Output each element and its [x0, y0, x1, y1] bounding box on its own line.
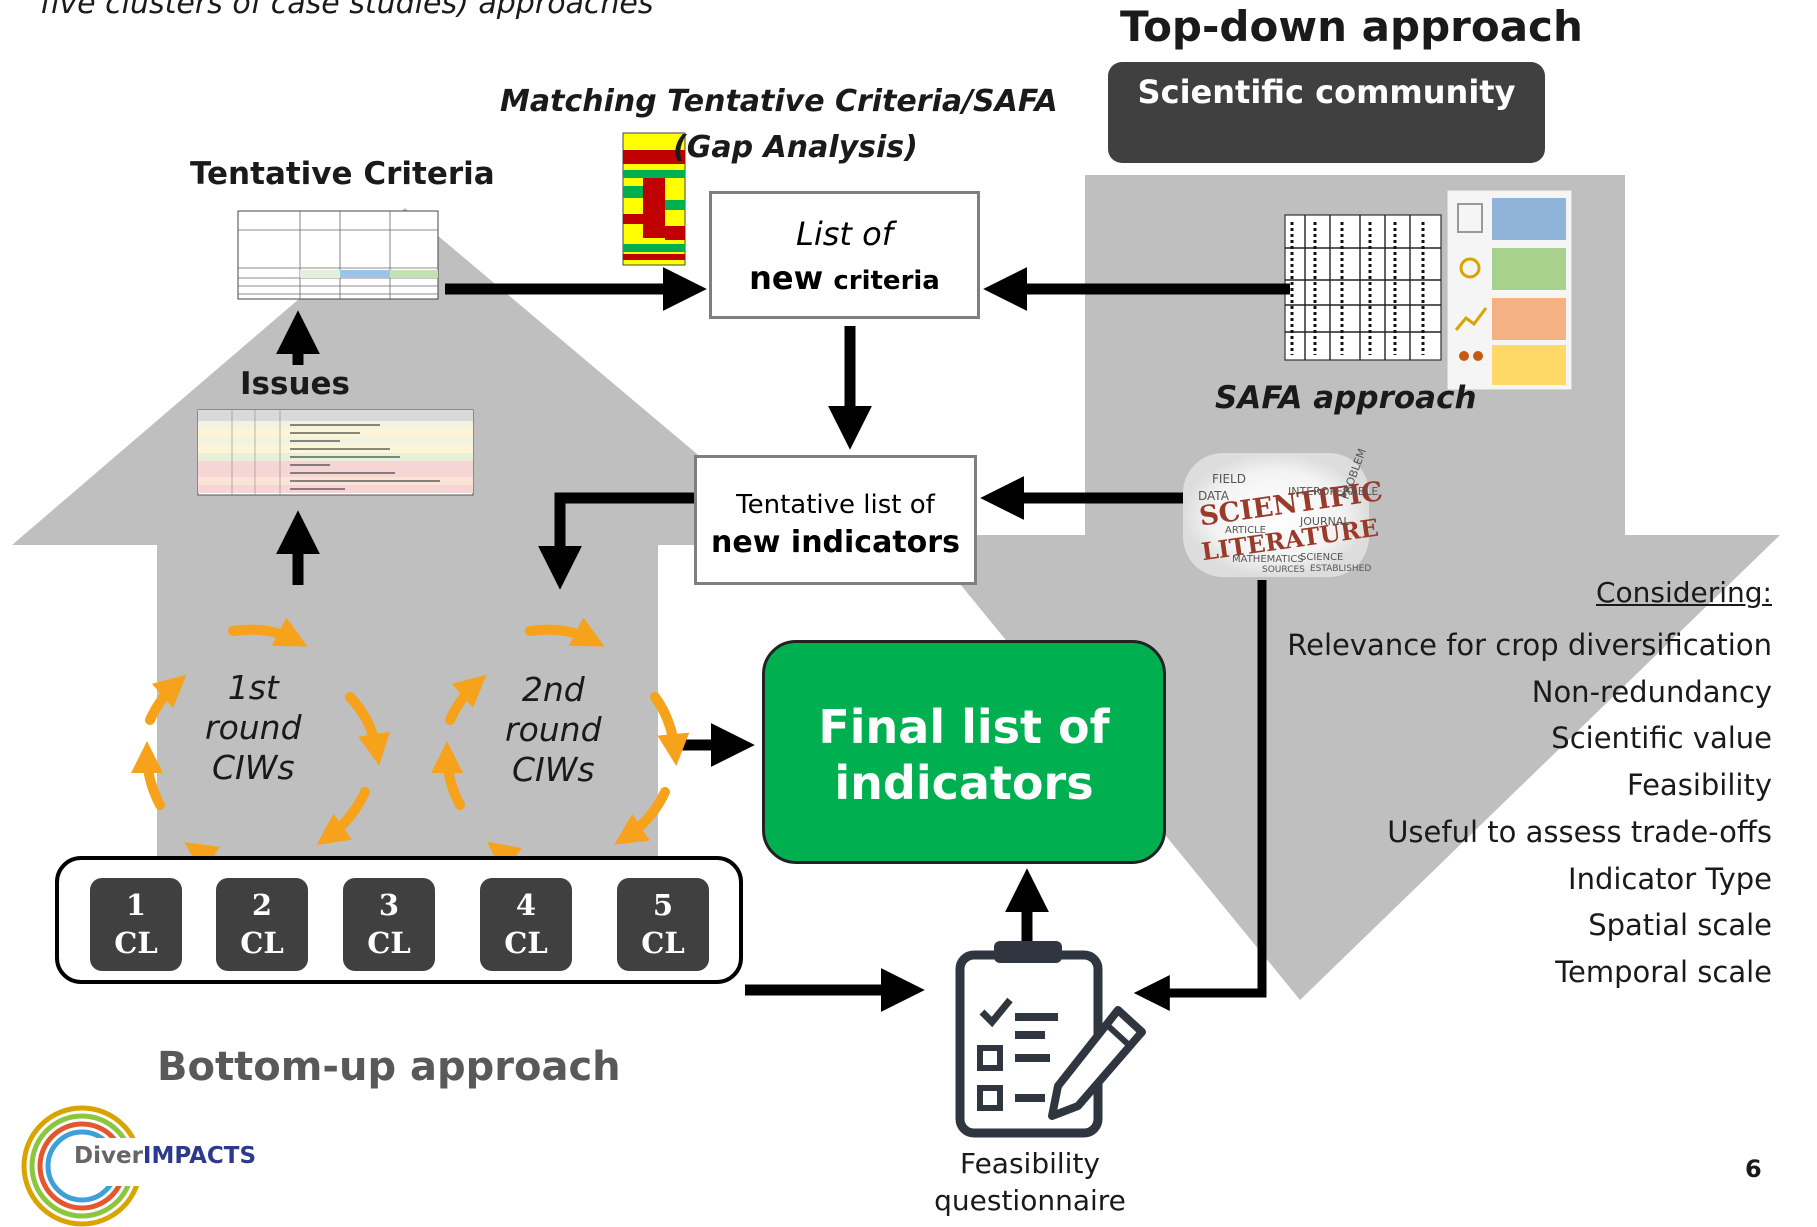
diverimpacts-logo: DiverIMPACTS [74, 1143, 256, 1169]
list-new-criteria-bold: new [749, 259, 824, 297]
issues-table-thumbnail [197, 409, 474, 496]
arrow-literature-to-questionnaire [1133, 580, 1267, 1011]
word-cloud-word: MATHEMATICS [1232, 554, 1304, 565]
word-cloud-word: DATA [1198, 489, 1230, 503]
considering-item: Useful to assess trade-offs [1387, 814, 1772, 849]
considering-item: Spatial scale [1588, 908, 1772, 943]
cluster-4-box: 4 CL [480, 878, 572, 971]
cycle-arrow [614, 787, 670, 845]
arrow-indicators-to-second-round [538, 492, 694, 590]
cycle-arrow [316, 787, 370, 846]
top-caption: five clusters of case studies) approache… [40, 0, 654, 21]
second-round-line2: round [505, 710, 602, 749]
list-new-criteria-box: List of new criteria [709, 191, 980, 319]
cycle-arrow [431, 740, 465, 810]
cycle-arrow [445, 674, 487, 725]
considering-item: Non-redundancy [1531, 674, 1772, 709]
considering-item: Scientific value [1551, 721, 1772, 756]
second-round-line3: CIWs [511, 750, 595, 789]
diverimpacts-logo-icon [21, 1105, 250, 1227]
safa-approach-label: SAFA approach [1215, 380, 1477, 416]
word-cloud-word: SOURCES [1262, 565, 1305, 575]
word-cloud-word: ESTABLISHED [1310, 564, 1371, 574]
word-cloud-word: INTEROPERABLE [1288, 485, 1378, 498]
cycle-arrow [145, 674, 187, 725]
word-cloud-word: SCIENCE [1300, 552, 1343, 563]
final-list-line1: Final list of [818, 700, 1110, 754]
cluster-label: CL [504, 926, 548, 960]
cluster-label: CL [367, 926, 411, 960]
cluster-number: 2 [251, 888, 273, 922]
word-cloud-word: FIELD [1212, 472, 1246, 486]
scientific-literature-word-cloud: SCIENTIFIC LITERATURE FIELD INTEROPERABL… [1183, 447, 1385, 577]
cluster-label: CL [641, 926, 685, 960]
first-round-line2: round [205, 708, 302, 747]
list-new-criteria-small: criteria [833, 266, 940, 296]
cluster-1-box: 1 CL [90, 878, 182, 971]
tentative-criteria-label: Tentative Criteria [190, 156, 495, 192]
considering-item: Indicator Type [1568, 861, 1772, 896]
first-round-line3: CIWs [211, 748, 295, 787]
bottom-up-big-arrow [12, 208, 805, 880]
cycle-arrow [345, 692, 391, 766]
tentative-indicators-box: Tentative list of new indicators [694, 455, 977, 585]
cycle-arrow [131, 740, 165, 810]
safa-framework-thumbnail [1284, 189, 1573, 391]
cluster-number: 1 [125, 888, 147, 922]
logo-prefix: Diver [74, 1143, 143, 1169]
tentative-criteria-table-thumbnail [237, 210, 439, 300]
issues-label: Issues [240, 366, 350, 402]
cycle-arrow [525, 617, 605, 647]
cluster-5-box: 5 CL [617, 878, 709, 971]
word-cloud-word: ARTICLE [1225, 525, 1266, 536]
cluster-number: 4 [515, 888, 537, 922]
logo-suffix: IMPACTS [142, 1143, 257, 1169]
feasibility-line1: Feasibility [960, 1147, 1100, 1180]
cluster-number: 3 [378, 888, 400, 922]
considering-item: Temporal scale [1555, 954, 1772, 989]
first-round-line1: 1st [227, 668, 279, 707]
word-cloud-word: JOURNAL [1299, 515, 1350, 528]
cycle-arrow [228, 617, 308, 647]
feasibility-questionnaire-label: Feasibility questionnaire [880, 1145, 1180, 1219]
second-round-line1: 2nd [521, 670, 585, 709]
cycle-arrow [650, 692, 690, 766]
gap-analysis-label: (Gap Analysis) [673, 130, 918, 165]
cluster-3-box: 3 CL [343, 878, 435, 971]
cluster-2-box: 2 CL [216, 878, 308, 971]
clipboard-icon [955, 941, 1146, 1138]
final-list-line2: indicators [834, 756, 1094, 810]
tentative-indicators-line1: Tentative list of [736, 490, 935, 520]
scientific-community-box: Scientific community [1108, 62, 1545, 163]
top-down-title: Top-down approach [1120, 2, 1583, 51]
final-list-box: Final list of indicators [762, 640, 1166, 864]
tentative-indicators-line2: new indicators [711, 525, 960, 560]
list-new-criteria-line2: new criteria [712, 256, 977, 303]
second-round-label: 2nd round CIWs [505, 670, 602, 790]
gap-analysis-heatmap-thumbnail [622, 132, 686, 266]
list-new-criteria-line1: List of [796, 215, 893, 253]
cluster-label: CL [240, 926, 284, 960]
considering-item: Feasibility [1627, 768, 1772, 803]
page-number: 6 [1745, 1155, 1762, 1183]
considering-list: Relevance for crop diversification Non-r… [1287, 622, 1772, 996]
considering-title: Considering: [1595, 576, 1772, 609]
cluster-number: 5 [652, 888, 674, 922]
feasibility-line2: questionnaire [934, 1184, 1126, 1217]
first-round-label: 1st round CIWs [205, 668, 302, 788]
considering-item: Relevance for crop diversification [1287, 628, 1772, 662]
bottom-up-title: Bottom-up approach [157, 1044, 621, 1090]
cluster-label: CL [114, 926, 158, 960]
matching-label: Matching Tentative Criteria/SAFA [500, 84, 1058, 119]
